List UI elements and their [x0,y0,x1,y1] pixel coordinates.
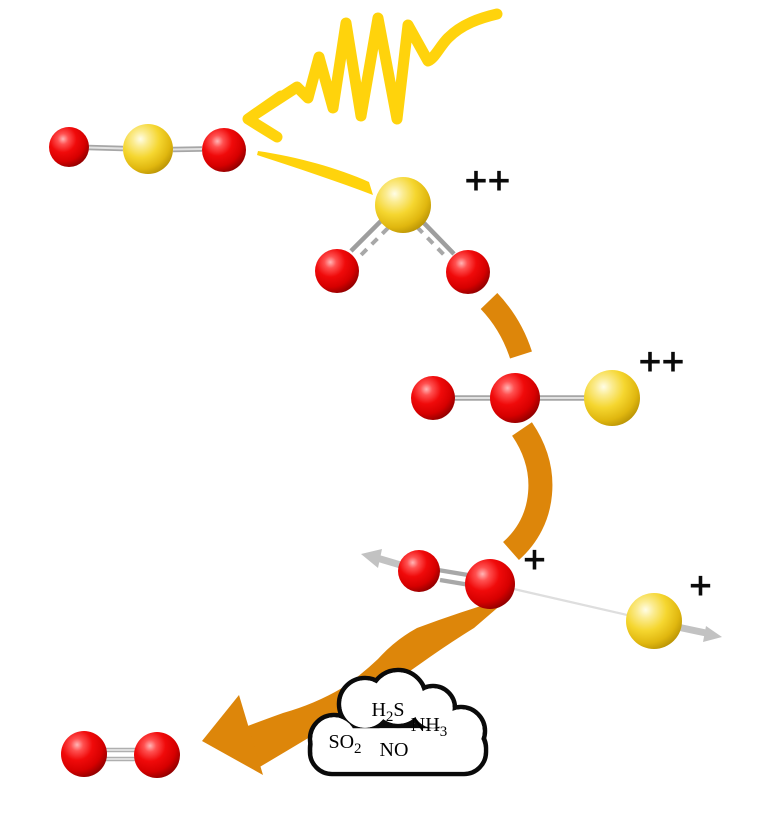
formula-main: S [393,699,405,721]
oxygen-atom [490,373,540,423]
bond-highlight [172,148,203,151]
bond [421,220,456,256]
so2-dication [315,177,490,294]
excitation-swoosh-arc [257,151,373,195]
oos-dication-charge-label: ++ [637,343,686,380]
partial-bond-dashed [356,226,390,260]
formula-main: H [371,699,386,721]
o2-molecule [61,731,180,778]
oxygen-atom [465,559,515,609]
cloud-gas-h2s: H2S [371,699,405,725]
breaking-bond [504,585,646,621]
formula-subscript: 3 [439,724,448,740]
cloud-gas-no: NO [380,740,409,760]
bond-highlight [87,146,124,150]
photon-wavy-arrow-icon [242,8,503,143]
reaction-arc-segment-1 [480,293,532,359]
fragmentation-pair [361,549,722,649]
oxygen-atom [315,249,359,293]
oxygen-atom [49,127,89,167]
s-cation [626,593,682,649]
oxygen-atom [134,732,180,778]
double-bond [439,577,471,588]
cloud-gas-nh3: NH3 [410,714,447,740]
product-arrowhead [202,695,263,775]
oxygen-atom [398,550,440,592]
formula-main: NO [379,739,409,761]
photon-arrowhead [242,90,287,143]
reaction-arc-segment-2 [502,422,553,560]
double-bond [437,567,469,578]
oxygen-atom [446,250,490,294]
oxygen-atom [411,376,455,420]
sulfur-atom [584,370,640,426]
oxygen-atom [202,128,246,172]
oxygen-atom [61,731,107,777]
s-cation-charge-label: + [687,567,714,604]
so2-molecule [49,124,246,174]
formula-main: SO [328,731,355,753]
formula-subscript: 2 [385,709,394,725]
bond [349,219,383,253]
o2-cation [398,550,515,609]
oos-dication [411,370,640,426]
formula-subscript: 2 [354,741,362,757]
sulfur-atom [123,124,173,174]
so2-dication-charge-label: ++ [463,162,512,199]
formula-main: NH [410,714,440,736]
gas-cloud [307,667,489,777]
cloud-gas-so2: SO2 [328,731,361,757]
partial-bond-dashed [415,225,450,261]
o2-cation-charge-label: + [521,541,548,578]
sulfur-atom [626,593,682,649]
sulfur-atom [375,177,431,233]
